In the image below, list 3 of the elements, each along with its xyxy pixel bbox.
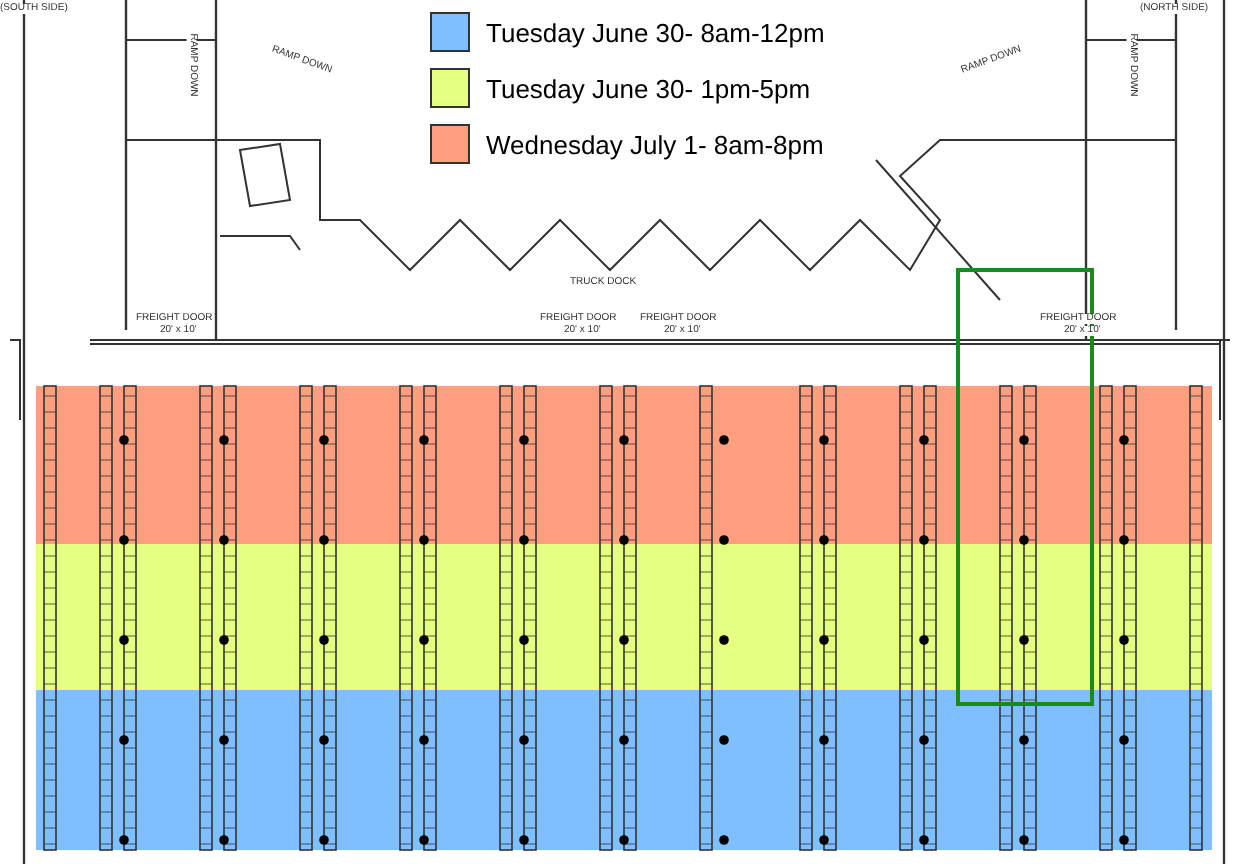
legend-label: Tuesday June 30- 1pm-5pm <box>486 76 811 102</box>
legend-label: Wednesday July 1- 8am-8pm <box>486 132 824 158</box>
legend-label: Tuesday June 30- 8am-12pm <box>486 20 825 46</box>
